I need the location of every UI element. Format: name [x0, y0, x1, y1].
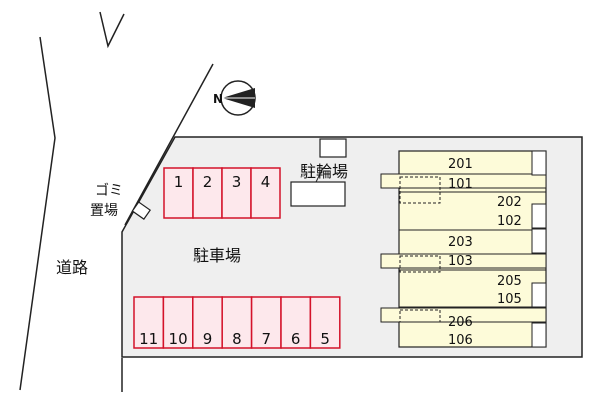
- parking-space-number: 4: [261, 173, 271, 191]
- parking-space: [133, 296, 165, 349]
- parking-space: [221, 167, 252, 219]
- garbage-label-line2: 置場: [90, 203, 118, 219]
- bicycle-parking-label: 駐輪場: [300, 162, 348, 181]
- apartment-building: [380, 150, 547, 348]
- unit-label: 103: [448, 254, 473, 269]
- parking-space-number: 3: [232, 173, 242, 191]
- parking-space: [250, 167, 281, 219]
- parking-space-number: 7: [262, 330, 272, 348]
- parking-bottom-row: 11 10 9 8 7 6 5: [133, 296, 341, 349]
- parking-space-number: 6: [291, 330, 301, 348]
- parking-space-number: 1: [174, 173, 184, 191]
- parking-space: [221, 296, 253, 349]
- unit-label: 106: [448, 333, 473, 348]
- parking-space-number: 10: [169, 330, 188, 348]
- unit-label: 203: [448, 235, 473, 250]
- unit-label: 206: [448, 315, 473, 330]
- parking-space-number: 11: [139, 330, 158, 348]
- unit-label: 201: [448, 157, 473, 172]
- unit-label: 205: [497, 274, 522, 289]
- parking-space: [309, 296, 341, 349]
- parking-space-number: 5: [320, 330, 330, 348]
- garbage-area: [131, 201, 152, 220]
- bicycle-parking-shed: [290, 181, 346, 207]
- north-label: N: [213, 92, 223, 106]
- parking-space-number: 8: [232, 330, 242, 348]
- parking-space: [163, 167, 194, 219]
- unit-label: 101: [448, 177, 473, 192]
- north-arrow-icon: N: [213, 80, 256, 116]
- parking-space: [162, 296, 194, 349]
- parking-space-number: 9: [203, 330, 213, 348]
- parking-space: [192, 296, 223, 349]
- parking-top-row: 1 2 3 4: [163, 167, 281, 219]
- parking-space: [250, 296, 282, 349]
- unit-label: 102: [497, 214, 522, 229]
- garbage-label-line1: ゴミ: [95, 182, 123, 199]
- parking-label: 駐車場: [193, 246, 241, 265]
- road-label: 道路: [56, 258, 88, 277]
- bicycle-parking-small: [319, 138, 347, 158]
- road-edges: [19, 11, 214, 392]
- parking-space-number: 2: [203, 173, 213, 191]
- unit-label: 105: [497, 292, 522, 307]
- unit-label: 202: [497, 195, 522, 210]
